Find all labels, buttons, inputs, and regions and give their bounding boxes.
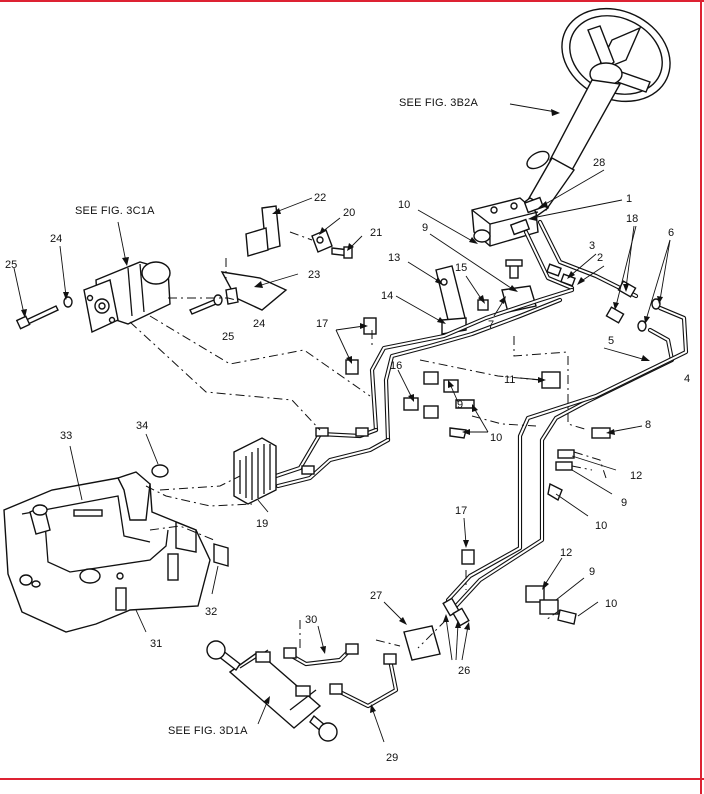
callout-5: 5	[608, 335, 615, 347]
callout-22: 22	[314, 192, 327, 204]
callout-23: 23	[308, 269, 321, 281]
callout-17-b: 17	[455, 505, 468, 517]
reference-steering-figure: SEE FIG. 3B2A	[399, 97, 479, 109]
callout-10-a: 10	[398, 199, 411, 211]
callout-18: 18	[626, 213, 639, 225]
callout-16: 16	[390, 360, 403, 372]
callout-24-b: 24	[253, 318, 266, 330]
callout-21: 21	[370, 227, 383, 239]
front-axle-support	[3, 464, 211, 633]
callout-25-b: 25	[222, 331, 235, 343]
steering-cylinder	[206, 640, 338, 742]
callout-34: 34	[136, 420, 149, 432]
frame-bottom-line	[0, 778, 704, 780]
callout-12-b: 12	[560, 547, 573, 559]
frame-top-line	[0, 0, 704, 2]
callout-7: 7	[488, 319, 495, 331]
hydraulic-pump	[83, 261, 171, 334]
callout-20: 20	[343, 207, 356, 219]
callout-3: 3	[589, 240, 596, 252]
callout-27: 27	[370, 590, 383, 602]
frame-right-line	[700, 0, 702, 794]
hose-bracket	[403, 625, 441, 661]
callout-17-a: 17	[316, 318, 329, 330]
callout-1: 1	[626, 193, 633, 205]
callout-26: 26	[458, 665, 471, 677]
tube-clamps	[345, 317, 611, 625]
callout-9-d: 9	[589, 566, 596, 578]
callout-14: 14	[381, 290, 394, 302]
callout-29: 29	[386, 752, 399, 764]
callout-25-a: 25	[5, 259, 18, 271]
filter-block	[233, 437, 277, 505]
leader-lines	[13, 103, 671, 743]
reference-pump-figure: SEE FIG. 3C1A	[75, 205, 155, 217]
reference-cylinder-figure: SEE FIG. 3D1A	[168, 725, 248, 737]
callout-19: 19	[256, 518, 269, 530]
callout-6: 6	[668, 227, 675, 239]
pump-bracket	[189, 205, 353, 315]
callout-12-a: 12	[630, 470, 643, 482]
callout-31: 31	[150, 638, 163, 650]
callout-28: 28	[593, 157, 606, 169]
callout-30: 30	[305, 614, 318, 626]
bracket-32	[213, 543, 229, 567]
callout-9-c: 9	[621, 497, 628, 509]
tube-fittings	[283, 263, 661, 695]
callout-8: 8	[645, 419, 652, 431]
callout-33: 33	[60, 430, 73, 442]
callout-24-a: 24	[50, 233, 63, 245]
callout-9-b: 9	[457, 399, 464, 411]
steering-valve-block	[471, 196, 545, 247]
callout-10-d: 10	[605, 598, 618, 610]
callout-2: 2	[597, 252, 604, 264]
callout-11: 11	[504, 374, 516, 386]
connection-lines	[129, 231, 607, 649]
callout-13: 13	[388, 252, 401, 264]
callout-10-c: 10	[595, 520, 608, 532]
valve-bracket	[435, 265, 489, 335]
callout-4: 4	[684, 373, 691, 385]
callout-9-a: 9	[422, 222, 429, 234]
steering-wheel	[561, 7, 671, 103]
pump-mounting-bolt	[15, 296, 73, 330]
callout-32: 32	[205, 606, 218, 618]
callout-15: 15	[455, 262, 468, 274]
callout-10-b: 10	[490, 432, 503, 444]
